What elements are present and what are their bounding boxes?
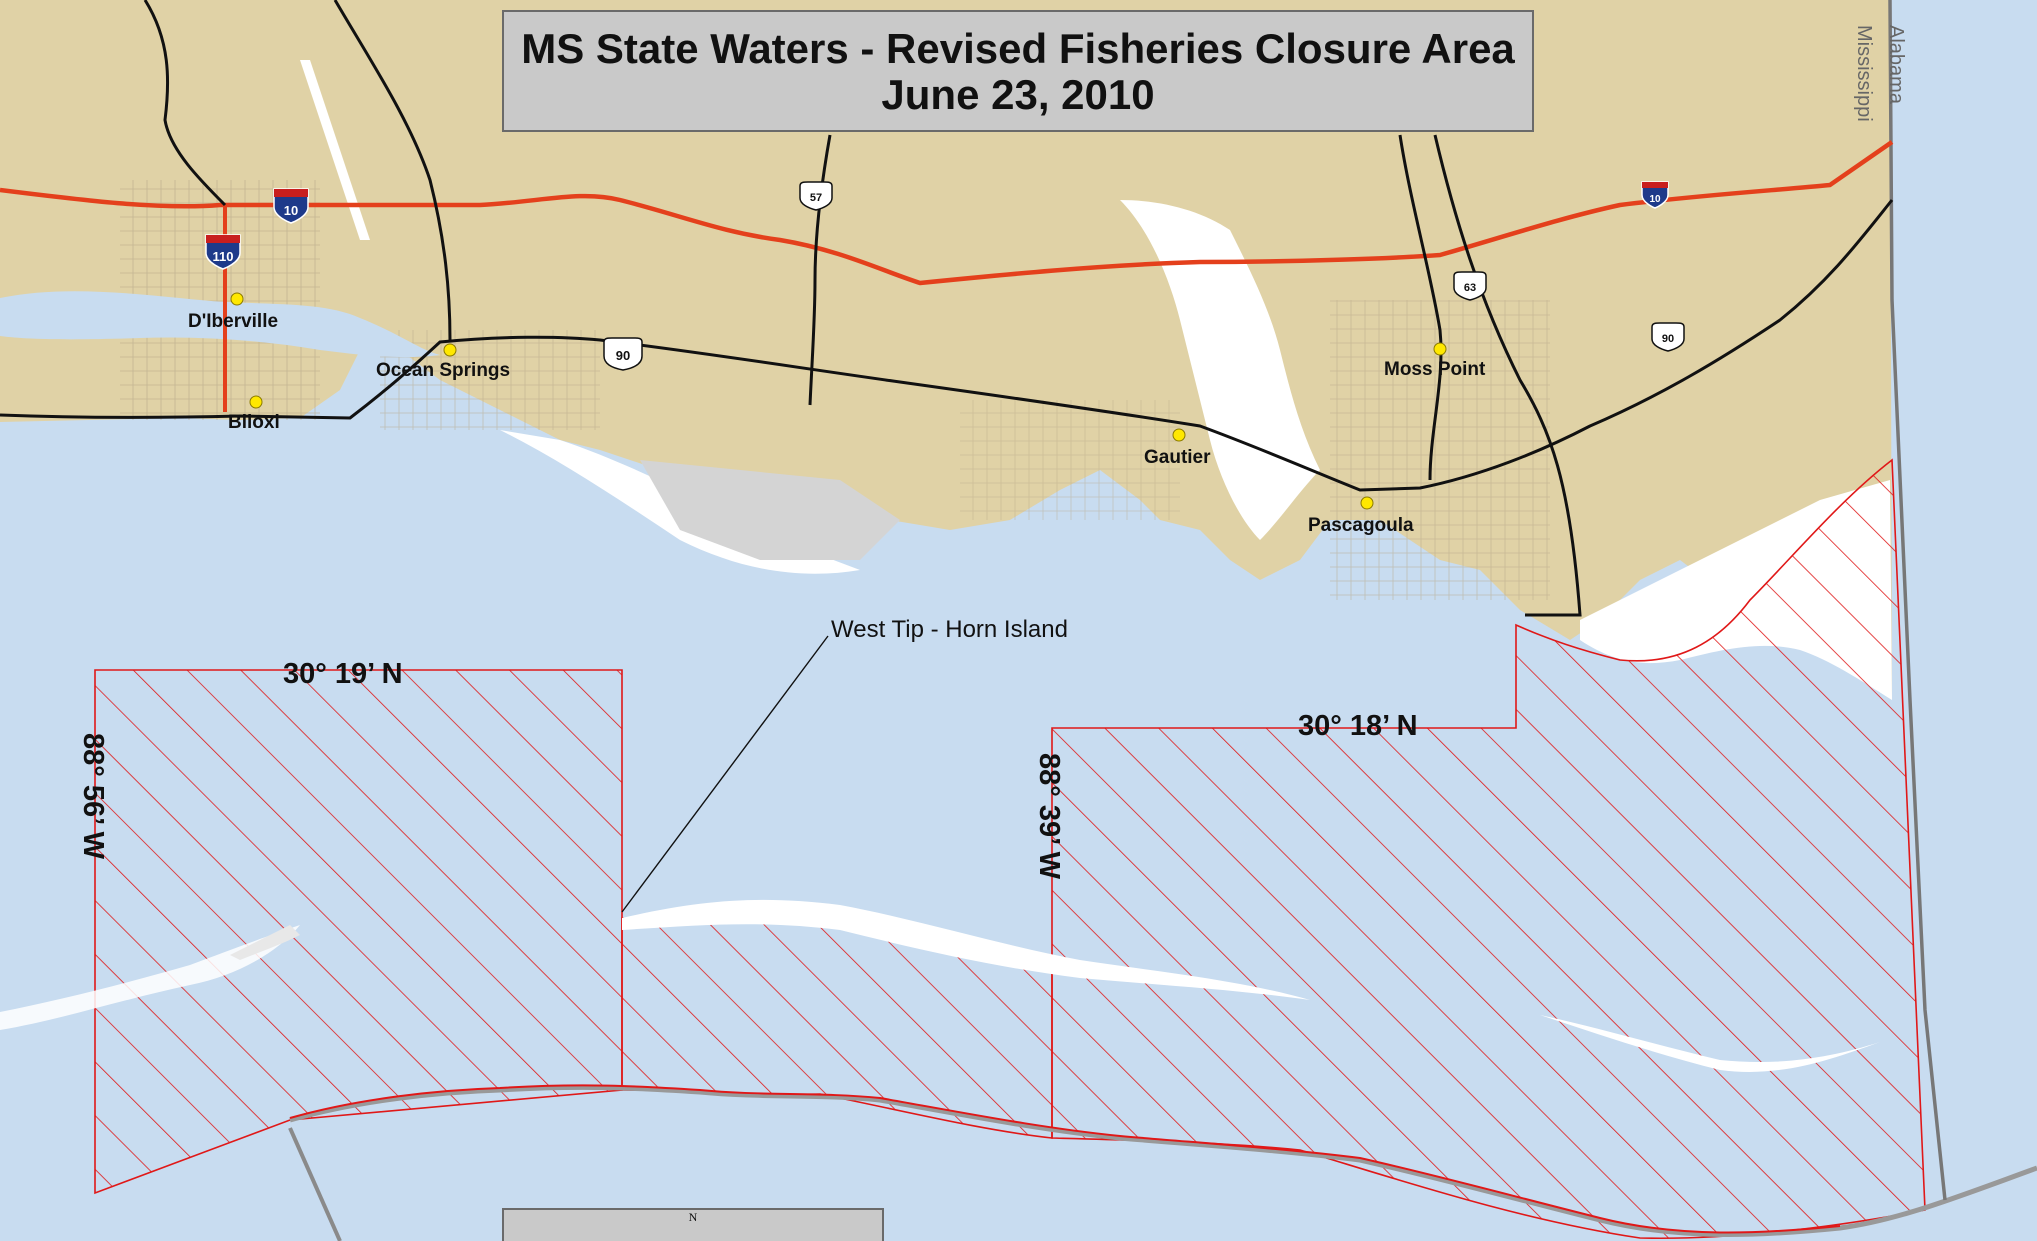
town-label-biloxi: Biloxi: [228, 412, 280, 433]
callout-label-horn-island: West Tip - Horn Island: [831, 616, 1068, 643]
state-label-alabama: Alabama: [1885, 25, 1907, 105]
north-arrow-box: N: [502, 1208, 884, 1241]
coord-label-lat-west: 30° 19’ N: [283, 658, 403, 690]
coord-label-lon-west: 88° 56’ W: [77, 733, 109, 860]
map-title-box: MS State Waters - Revised Fisheries Clos…: [502, 10, 1534, 132]
svg-text:10: 10: [284, 203, 298, 218]
highway-57: [808, 134, 832, 406]
petit-bois-island: [1540, 1015, 1880, 1072]
town-label-ocean-springs: Ocean Springs: [376, 360, 510, 381]
i110-shield: 110: [205, 234, 241, 270]
town-dot-gautier[interactable]: [1172, 428, 1186, 442]
us90-shield-east: 90: [1651, 322, 1685, 352]
svg-text:57: 57: [810, 192, 822, 204]
i10-shield-west: 10: [273, 188, 309, 224]
svg-text:90: 90: [616, 348, 630, 363]
horn-island: [622, 899, 1310, 1000]
river-west: [300, 60, 370, 240]
svg-text:10: 10: [1649, 194, 1661, 205]
town-label-diberville: D'Iberville: [188, 311, 278, 332]
coord-label-lat-east: 30° 18’ N: [1298, 710, 1418, 742]
town-dot-pascagoula[interactable]: [1360, 496, 1374, 510]
town-label-gautier: Gautier: [1144, 447, 1211, 468]
state-label-mississippi: Mississippi: [1853, 25, 1875, 122]
boundary-west-leg: [288, 1127, 342, 1241]
town-dot-biloxi[interactable]: [249, 395, 263, 409]
svg-text:63: 63: [1464, 282, 1476, 294]
closure-area-east: [1051, 458, 1926, 1240]
svg-text:90: 90: [1662, 333, 1674, 345]
coord-label-lon-east: 88° 39’ W: [1033, 753, 1065, 880]
us90-shield-west: 90: [603, 337, 643, 371]
urban-gautier: [960, 400, 1180, 520]
svg-text:110: 110: [213, 249, 234, 264]
closure-area-west: [94, 669, 623, 1195]
gray-development: [640, 460, 900, 560]
town-dot-ocean-springs[interactable]: [443, 343, 457, 357]
ms63-shield: 63: [1453, 271, 1487, 301]
state-waters-boundary: [289, 1084, 2037, 1238]
highway-63-east: [1433, 134, 1582, 617]
highway-63: [1398, 134, 1443, 481]
ms57-shield: 57: [799, 181, 833, 211]
map-title: MS State Waters - Revised Fisheries Clos…: [521, 25, 1515, 72]
highway-ocean-springs: [333, 0, 452, 341]
i10-shield-east: 10: [1641, 181, 1669, 209]
north-arrow-icon: N: [688, 1210, 698, 1224]
callout-leader-line: [621, 635, 829, 913]
town-label-moss-point: Moss Point: [1384, 359, 1486, 380]
deer-island: [0, 925, 300, 1030]
interstate-10-line: [0, 140, 1894, 286]
pascagoula-marsh: [1120, 200, 1320, 540]
town-dot-diberville[interactable]: [230, 292, 244, 306]
town-label-pascagoula: Pascagoula: [1308, 515, 1414, 536]
highway-west: [143, 0, 227, 207]
back-bay: [0, 291, 440, 358]
town-dot-moss-point[interactable]: [1433, 342, 1447, 356]
highway-90: [0, 199, 1894, 492]
state-waters-boundary-red: [289, 1084, 1841, 1234]
west-island-shoal: [230, 925, 300, 960]
map-date: June 23, 2010: [881, 71, 1155, 118]
